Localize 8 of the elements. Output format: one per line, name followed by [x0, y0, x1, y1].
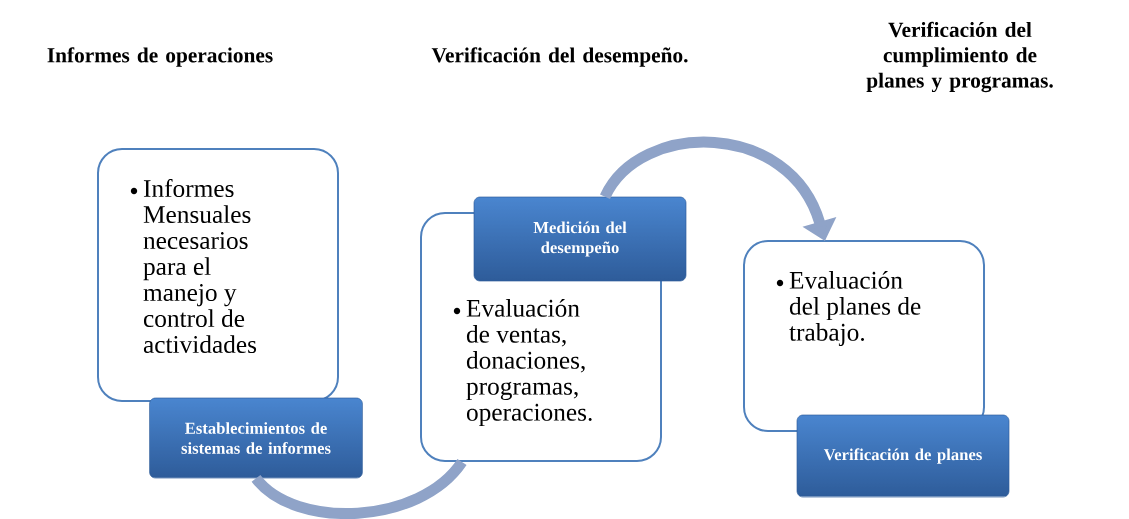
column-heading: Informes de operaciones [47, 47, 273, 67]
step-tab: Establecimientos de sistemas de informes [149, 397, 363, 479]
column-heading: Verificación del cumplimiento de planes y programas. [866, 21, 1053, 93]
step-tab: Medición del desempeño [473, 196, 687, 282]
content-box: Evaluación del planes de trabajo. [743, 240, 985, 432]
column-heading: Verificación del desempeño. [431, 47, 688, 67]
content-box: Informes Mensuales necesarios para el manejo y control de actividades [97, 148, 339, 402]
step-tab: Verificación de planes [796, 414, 1010, 498]
